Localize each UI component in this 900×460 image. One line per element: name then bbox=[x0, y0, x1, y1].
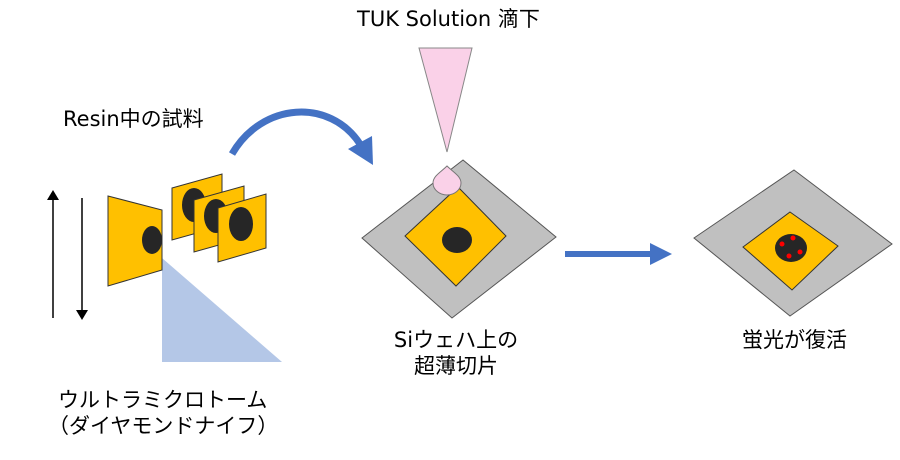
si-wafer-label-2: 超薄切片 bbox=[414, 354, 498, 378]
transfer-curved-arrow bbox=[228, 108, 373, 165]
si-wafer-label-1: Siウェハ上の bbox=[393, 328, 519, 352]
vertical-motion-arrow bbox=[47, 190, 88, 320]
fluorescent-spot bbox=[779, 241, 785, 247]
fluorescent-wafer bbox=[693, 169, 893, 317]
resin-block bbox=[107, 195, 163, 287]
resin-label: Resin中の試料 bbox=[63, 107, 204, 131]
tuk-label: TUK Solution 滴下 bbox=[357, 7, 540, 31]
si-wafer-section bbox=[361, 159, 557, 319]
fluorescent-spot bbox=[797, 249, 803, 255]
fluorescence-label: 蛍光が復活 bbox=[742, 328, 847, 352]
process-arrow bbox=[565, 243, 672, 265]
fluorescent-spot bbox=[790, 235, 796, 241]
tuk-droplet bbox=[432, 165, 462, 196]
pipette-tip bbox=[418, 47, 473, 153]
fluorescent-spot bbox=[786, 253, 792, 259]
diamond-knife bbox=[162, 258, 282, 362]
ultramicrotome-label-1: ウルトラミクロトーム bbox=[58, 388, 268, 412]
ultramicrotome-label-2: （ダイヤモンドナイフ） bbox=[48, 414, 279, 438]
cut-section-3 bbox=[217, 193, 267, 263]
